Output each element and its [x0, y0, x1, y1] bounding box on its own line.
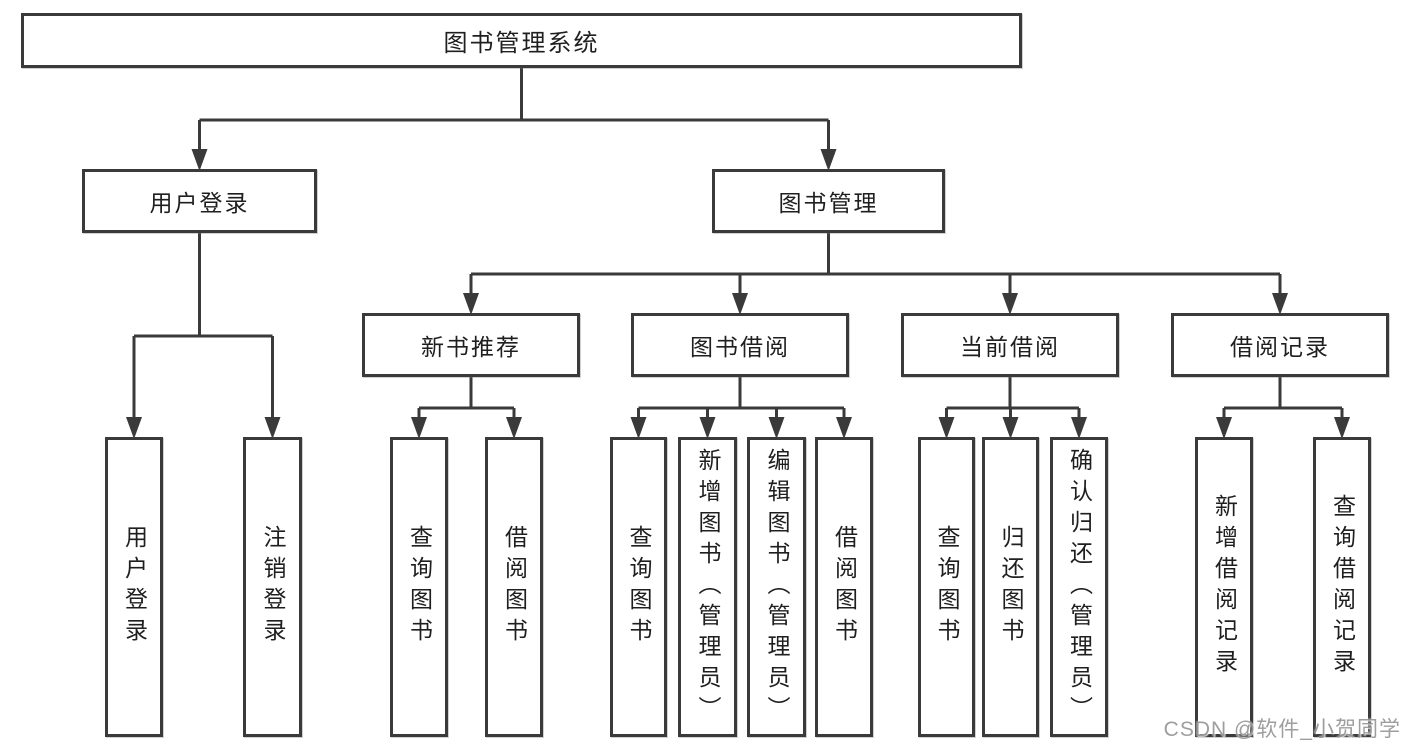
- node-leaf-add-record: 新增借阅记录: [1195, 437, 1253, 737]
- node-book-management: 图书管理: [712, 169, 945, 233]
- node-label-leaf-confirm-return: 确认归还（管理员）: [1066, 447, 1093, 727]
- node-current-borrowing: 当前借阅: [901, 313, 1119, 377]
- node-label-book-borrowing: 图书借阅: [690, 334, 790, 360]
- node-leaf-query-books-c: 查询图书: [918, 437, 975, 737]
- node-book-borrowing: 图书借阅: [631, 313, 849, 377]
- node-label-borrowing-records: 借阅记录: [1230, 334, 1330, 360]
- node-leaf-query-record: 查询借阅记录: [1313, 437, 1371, 737]
- node-leaf-user-login: 用户登录: [105, 437, 163, 737]
- arrowhead: [1272, 293, 1288, 315]
- node-leaf-query-books-b: 查询图书: [610, 437, 667, 737]
- node-label-leaf-edit-books: 编辑图书（管理员）: [764, 447, 790, 727]
- node-label-leaf-query-record: 查询借阅记录: [1329, 494, 1356, 680]
- node-leaf-logout: 注销登录: [243, 437, 302, 737]
- node-label-leaf-query-books-b: 查询图书: [626, 525, 652, 649]
- node-leaf-edit-books: 编辑图书（管理员）: [747, 437, 806, 737]
- arrowhead: [1002, 293, 1018, 315]
- node-label-leaf-return-books: 归还图书: [998, 525, 1024, 649]
- node-leaf-add-books: 新增图书（管理员）: [678, 437, 737, 737]
- watermark: CSDN @软件_小贺同学: [1163, 718, 1401, 741]
- node-label-root: 图书管理系统: [443, 30, 600, 57]
- arrowhead: [1071, 417, 1087, 439]
- arrowhead: [264, 417, 281, 439]
- node-user-login: 用户登录: [82, 169, 317, 233]
- arrowhead: [630, 417, 647, 439]
- node-root: 图书管理系统: [21, 13, 1022, 68]
- arrowhead: [768, 417, 785, 439]
- node-leaf-borrow-books-a: 借阅图书: [485, 437, 543, 737]
- arrowhead: [463, 293, 479, 315]
- node-label-leaf-query-books-c: 查询图书: [934, 525, 960, 649]
- arrowhead: [411, 417, 427, 439]
- arrowhead: [1334, 417, 1350, 439]
- node-leaf-query-books-a: 查询图书: [390, 437, 448, 737]
- arrowhead: [732, 293, 748, 315]
- arrowhead: [1216, 417, 1232, 439]
- arrowhead: [506, 417, 522, 439]
- arrowhead: [938, 417, 955, 439]
- node-label-leaf-query-books-a: 查询图书: [406, 525, 433, 649]
- node-label-leaf-borrow-books-a: 借阅图书: [501, 525, 528, 649]
- node-label-leaf-logout: 注销登录: [260, 525, 286, 649]
- node-leaf-borrow-books-b: 借阅图书: [815, 437, 873, 737]
- node-label-book-management: 图书管理: [778, 190, 879, 216]
- node-label-current-borrowing: 当前借阅: [960, 334, 1060, 360]
- arrowhead: [820, 149, 837, 171]
- arrowhead: [126, 417, 142, 439]
- node-borrowing-records: 借阅记录: [1171, 313, 1389, 377]
- node-label-leaf-add-books: 新增图书（管理员）: [695, 447, 721, 727]
- node-label-leaf-add-record: 新增借阅记录: [1211, 494, 1238, 680]
- node-label-new-book-recommend: 新书推荐: [421, 334, 521, 360]
- arrowhead: [836, 417, 852, 439]
- arrowhead: [699, 417, 716, 439]
- arrowhead: [191, 149, 208, 171]
- node-leaf-return-books: 归还图书: [982, 437, 1039, 737]
- arrowhead: [1002, 417, 1019, 439]
- node-label-leaf-borrow-books-b: 借阅图书: [831, 525, 858, 649]
- node-new-book-recommend: 新书推荐: [362, 313, 580, 377]
- node-label-leaf-user-login: 用户登录: [121, 525, 148, 649]
- node-label-user-login: 用户登录: [149, 190, 250, 216]
- node-leaf-confirm-return: 确认归还（管理员）: [1050, 437, 1108, 737]
